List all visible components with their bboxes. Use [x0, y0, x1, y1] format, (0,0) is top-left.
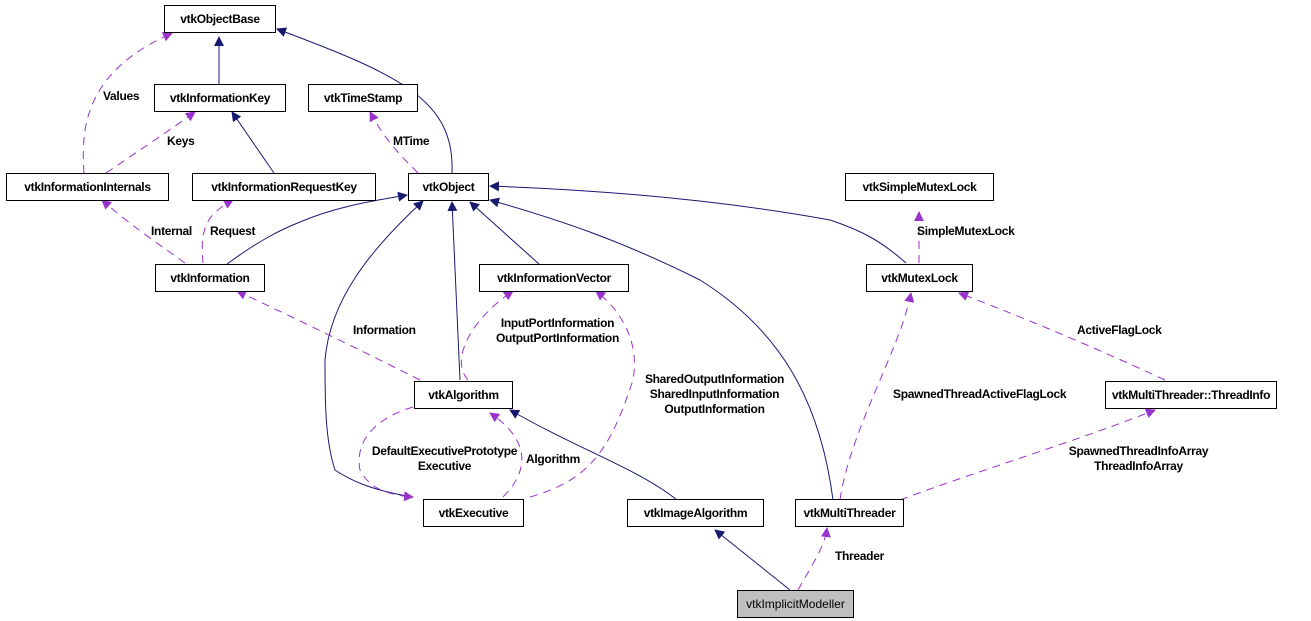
node-vtkInformation[interactable]: vtkInformation [155, 264, 265, 292]
node-vtkInformationInternals[interactable]: vtkInformationInternals [6, 173, 169, 201]
inheritance-edges [214, 27, 907, 591]
node-vtkImplicitModeller[interactable]: vtkImplicitModeller [737, 590, 854, 618]
edge-label-shared-information: SharedOutputInformation SharedInputInfor… [636, 372, 793, 417]
edge-label-input-port-information: InputPortInformation [500, 316, 615, 330]
usage-edges [82, 32, 1166, 591]
node-vtkInformationRequestKey[interactable]: vtkInformationRequestKey [192, 173, 376, 201]
edge-label-values: Values [103, 89, 140, 103]
edge-label-algorithm: Algorithm [526, 452, 580, 466]
node-vtkExecutive[interactable]: vtkExecutive [423, 499, 524, 527]
edge-label-keys: Keys [167, 134, 195, 148]
node-vtkTimeStamp[interactable]: vtkTimeStamp [308, 84, 418, 112]
node-vtkMutexLock[interactable]: vtkMutexLock [866, 264, 973, 292]
edge-label-output-port-information: OutputPortInformation [495, 331, 619, 345]
edge-label-spawned-thread-active-flag-lock: SpawnedThreadActiveFlagLock [893, 387, 1067, 401]
edge-label-shared-input-information: SharedInputInformation [649, 387, 780, 401]
node-vtkObjectBase[interactable]: vtkObjectBase [164, 5, 276, 33]
edge-label-default-executive-prototype: DefaultExecutivePrototype [371, 444, 518, 458]
edge-label-simple-mutex-lock: SimpleMutexLock [917, 224, 1015, 238]
node-vtkInformationVector[interactable]: vtkInformationVector [479, 264, 629, 292]
edge-label-internal: Internal [151, 224, 192, 238]
node-vtkMultiThreader[interactable]: vtkMultiThreader [795, 499, 904, 527]
edge-label-executive: Executive [417, 459, 472, 473]
edge-label-default-executive: DefaultExecutivePrototype Executive [363, 444, 526, 474]
edge-label-information: Information [353, 323, 416, 337]
edge-label-output-information: OutputInformation [664, 402, 765, 416]
edge-label-threader: Threader [835, 549, 884, 563]
edge-label-mtime: MTime [393, 134, 430, 148]
node-vtkObject[interactable]: vtkObject [408, 173, 489, 201]
edge-label-shared-output-information: SharedOutputInformation [644, 372, 785, 386]
node-vtkInformationKey[interactable]: vtkInformationKey [154, 84, 286, 112]
edge-label-request: Request [210, 224, 256, 238]
node-vtkImageAlgorithm[interactable]: vtkImageAlgorithm [627, 499, 764, 527]
edge-label-spawned-thread-info-array: SpawnedThreadInfoArray [1068, 444, 1209, 458]
node-vtkAlgorithm[interactable]: vtkAlgorithm [414, 381, 513, 409]
edge-label-port-information: InputPortInformation OutputPortInformati… [490, 316, 625, 346]
node-vtkMultiThreader-ThreadInfo[interactable]: vtkMultiThreader::ThreadInfo [1105, 381, 1277, 409]
node-vtkSimpleMutexLock[interactable]: vtkSimpleMutexLock [845, 173, 994, 201]
edge-label-active-flag-lock: ActiveFlagLock [1077, 323, 1162, 337]
edge-label-thread-info-array: SpawnedThreadInfoArray ThreadInfoArray [1060, 444, 1217, 474]
edge-label-thread-info-array-2: ThreadInfoArray [1094, 459, 1183, 473]
